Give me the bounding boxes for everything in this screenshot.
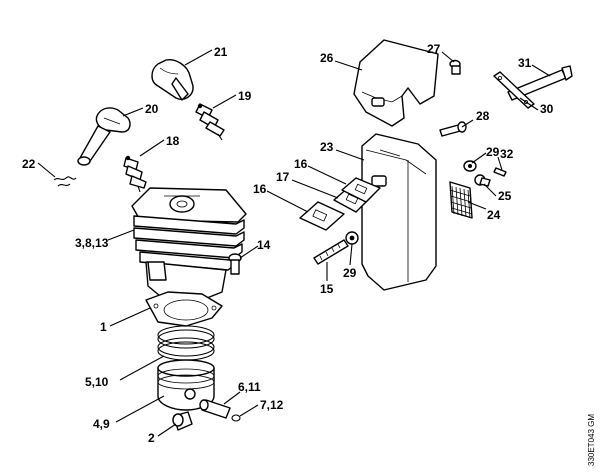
cylinder-3-8-13 (131, 187, 247, 301)
washer-29-upper (463, 160, 477, 172)
callout-18: 18 (166, 134, 180, 148)
callout-26: 26 (320, 51, 334, 65)
callout-28: 28 (476, 109, 490, 123)
callout-31: 31 (518, 56, 532, 70)
callout-14: 14 (257, 238, 271, 252)
screw-32 (493, 167, 507, 177)
callout-25: 25 (498, 189, 512, 203)
callout-1: 1 (100, 320, 107, 334)
callout-19: 19 (238, 89, 252, 103)
needle-bearing-2 (172, 411, 193, 431)
gasket-16-lower (299, 201, 345, 231)
callout-3-8-13: 3,8,13 (75, 236, 109, 250)
callout-20: 20 (145, 102, 159, 116)
screw-28 (439, 121, 467, 137)
callout-23: 23 (320, 140, 334, 154)
piston-pin-6-11 (199, 399, 231, 419)
callout-15: 15 (320, 282, 334, 296)
callout-29-lower: 29 (343, 266, 357, 280)
spark-plug-cap-20 (77, 107, 131, 166)
callout-2: 2 (148, 431, 155, 445)
bracket-30 (493, 71, 535, 109)
piston-rings-5-10 (157, 325, 215, 361)
leader-lines (37, 49, 551, 437)
screw-25 (474, 174, 491, 187)
callout-24: 24 (487, 208, 501, 222)
spark-plug-18 (123, 155, 147, 193)
callout-17: 17 (276, 170, 290, 184)
snap-ring-7-12 (231, 414, 241, 422)
spark-plug-19 (195, 103, 225, 141)
callout-6-11: 6,11 (238, 380, 261, 394)
stud-15 (313, 239, 349, 265)
heat-shield-26 (353, 39, 439, 127)
callout-5-10: 5,10 (85, 375, 109, 389)
spring-clip-22 (53, 176, 77, 187)
piston-4-9 (157, 359, 215, 411)
drawing-code: 330ET043 GM (587, 414, 596, 466)
callout-22: 22 (22, 157, 36, 171)
gasket-16-upper (341, 177, 381, 203)
washer-29-lower (345, 231, 359, 245)
callout-4-9: 4,9 (93, 417, 110, 431)
spark-plug-boot-21 (151, 59, 194, 101)
callout-32: 32 (500, 147, 514, 161)
callout-27: 27 (427, 42, 441, 56)
callout-16-upper: 16 (294, 157, 308, 171)
callout-29-upper: 29 (486, 145, 500, 159)
cylinder-gasket-1 (145, 291, 223, 327)
screw-27 (449, 59, 461, 75)
callout-21: 21 (214, 45, 228, 59)
callout-16-lower: 16 (253, 182, 267, 196)
callout-7-12: 7,12 (260, 398, 284, 412)
screen-24 (449, 181, 473, 219)
callout-30: 30 (540, 102, 554, 116)
muffler-23 (361, 133, 437, 291)
screw-14 (228, 253, 242, 275)
